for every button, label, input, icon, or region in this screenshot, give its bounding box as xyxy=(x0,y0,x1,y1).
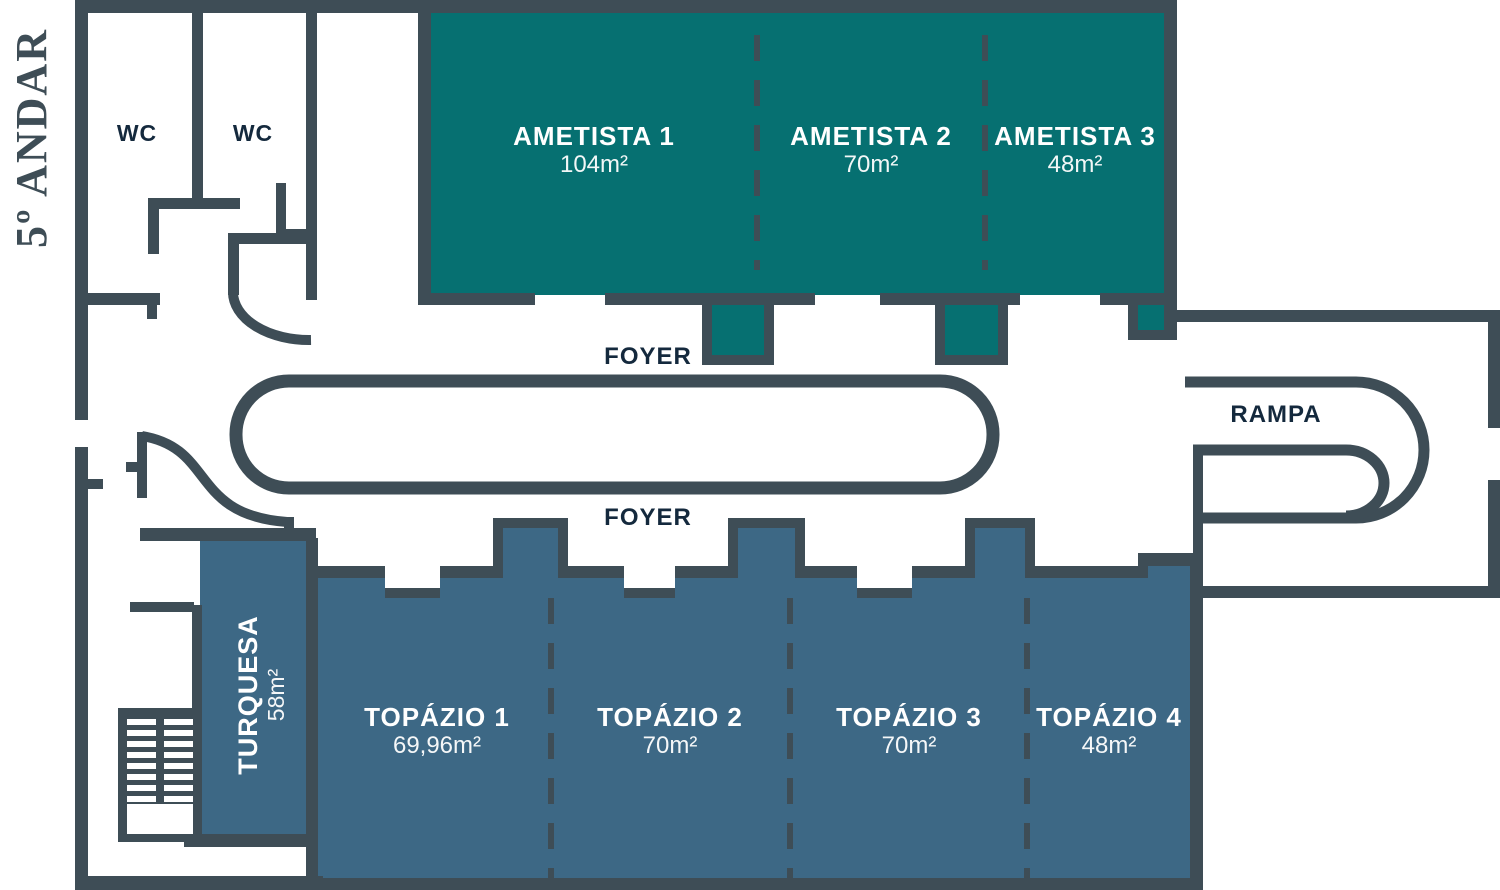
room-area-text: 48m² xyxy=(1047,151,1103,178)
room-area-text: 48m² xyxy=(1081,732,1137,759)
room-area-ametista-block xyxy=(418,6,1175,295)
room-name: TOPÁZIO 3 xyxy=(836,702,982,732)
room-label-ametista-3: AMETISTA 3 48m² xyxy=(945,121,1205,178)
room-area-text: 70m² xyxy=(881,732,937,759)
room-label-topazio-4: TOPÁZIO 4 48m² xyxy=(989,702,1229,759)
room-name: TOPÁZIO 1 xyxy=(364,702,510,732)
room-label-turquesa: TURQUESA 58m² xyxy=(233,545,290,845)
room-area-text: 104m² xyxy=(559,151,629,178)
floor-title: 5º ANDAR xyxy=(7,28,56,248)
ametista-walls xyxy=(418,0,1177,365)
room-area-turquesa xyxy=(200,540,306,840)
label-rampa: RAMPA xyxy=(1230,401,1322,428)
room-label-ametista-1: AMETISTA 1 104m² xyxy=(464,121,724,178)
corridor-walls xyxy=(88,431,316,541)
door-arc-wc xyxy=(228,291,312,346)
room-name: AMETISTA 3 xyxy=(994,121,1156,151)
room-name: AMETISTA 2 xyxy=(790,121,952,151)
room-label-topazio-3: TOPÁZIO 3 70m² xyxy=(789,702,1029,759)
room-name: TURQUESA xyxy=(233,615,263,775)
room-label-ametista-2: AMETISTA 2 70m² xyxy=(741,121,1001,178)
room-area-text: 58m² xyxy=(263,668,289,722)
foyer-oval xyxy=(229,374,1000,495)
room-area-topazio-door-1 xyxy=(503,528,558,578)
door-curve-corridor xyxy=(141,431,288,527)
topazio-walls xyxy=(306,518,1203,890)
room-name: TOPÁZIO 4 xyxy=(1036,702,1182,732)
label-wc-left: WC xyxy=(116,120,158,146)
label-foyer-upper: FOYER xyxy=(604,343,692,370)
room-area-text: 69,96m² xyxy=(392,732,482,759)
room-label-topazio-2: TOPÁZIO 2 70m² xyxy=(550,702,790,759)
staircase xyxy=(118,708,202,842)
room-area-text: 70m² xyxy=(843,151,899,178)
room-name: AMETISTA 1 xyxy=(513,121,675,151)
room-area-topazio4-top xyxy=(1148,565,1190,579)
wc-walls xyxy=(75,0,317,346)
room-area-topazio-block xyxy=(316,570,1190,890)
ramp-outer-wall xyxy=(1185,376,1430,524)
room-name: TOPÁZIO 2 xyxy=(597,702,743,732)
label-foyer-lower: FOYER xyxy=(604,504,692,531)
ramp-inner-wall xyxy=(1193,444,1390,522)
room-area-topazio-door-3 xyxy=(975,528,1025,578)
room-label-topazio-1: TOPÁZIO 1 69,96m² xyxy=(317,702,557,759)
ramp-section-walls xyxy=(1175,310,1500,598)
room-area-topazio-door-2 xyxy=(738,528,795,578)
room-area-text: 70m² xyxy=(642,732,698,759)
foyer-core xyxy=(229,374,1000,495)
label-wc-right: WC xyxy=(232,120,274,146)
outer-walls xyxy=(75,0,1175,890)
